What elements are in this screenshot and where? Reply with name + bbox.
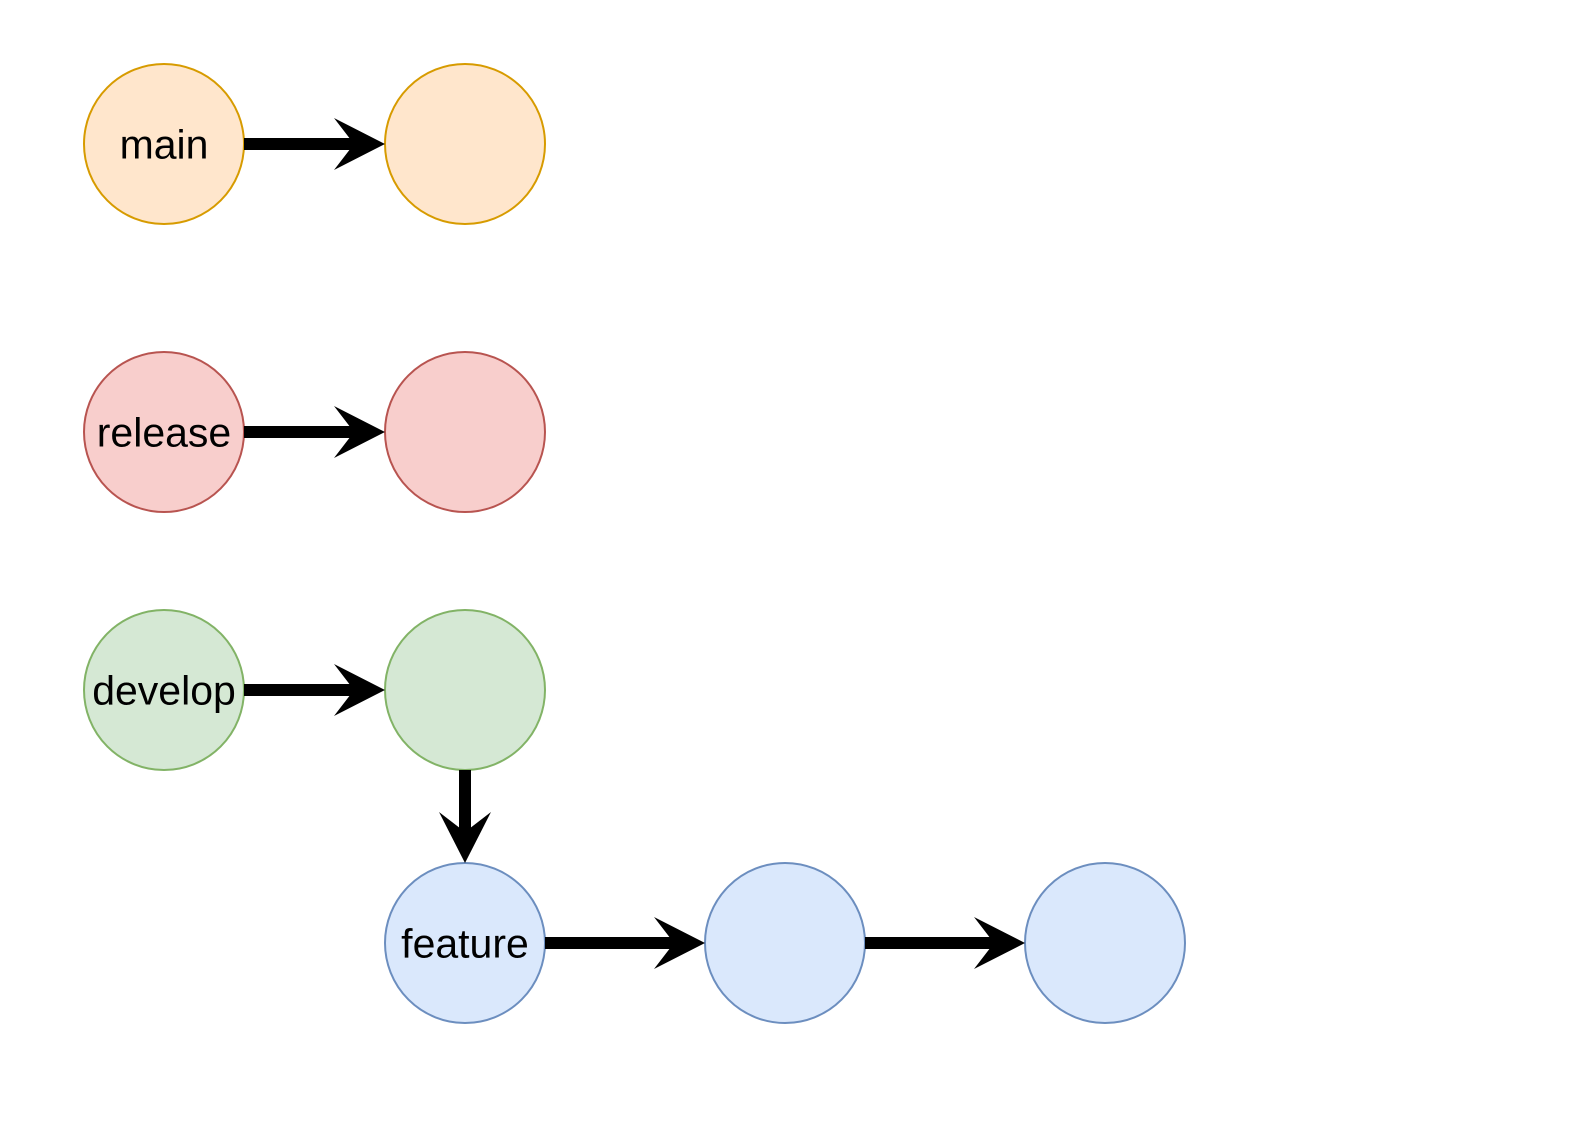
commit-arrow-feature-1-feature-2 (545, 917, 705, 969)
commit-arrow-release-1-release-2 (244, 406, 385, 458)
arrowhead (439, 812, 491, 863)
arrowhead (974, 917, 1025, 969)
branch-label-feature: feature (401, 920, 529, 966)
branch-label-develop: develop (92, 667, 236, 713)
commit-arrow-main-1-main-2 (244, 118, 385, 170)
arrowhead (654, 917, 705, 969)
commit-arrow-develop-1-develop-2 (244, 664, 385, 716)
arrowhead (334, 406, 385, 458)
commit-node-develop-2 (384, 609, 546, 771)
branch-label-main: main (120, 121, 209, 167)
commit-node-release-2 (384, 351, 546, 513)
arrowhead (334, 664, 385, 716)
commit-node-main-2 (384, 63, 546, 225)
branch-label-release: release (97, 409, 231, 455)
arrowhead (334, 118, 385, 170)
commit-arrow-develop-2-feature-1 (439, 770, 491, 863)
commit-node-feature-3 (1024, 862, 1186, 1024)
commit-node-feature-2 (704, 862, 866, 1024)
commit-arrow-feature-2-feature-3 (865, 917, 1025, 969)
